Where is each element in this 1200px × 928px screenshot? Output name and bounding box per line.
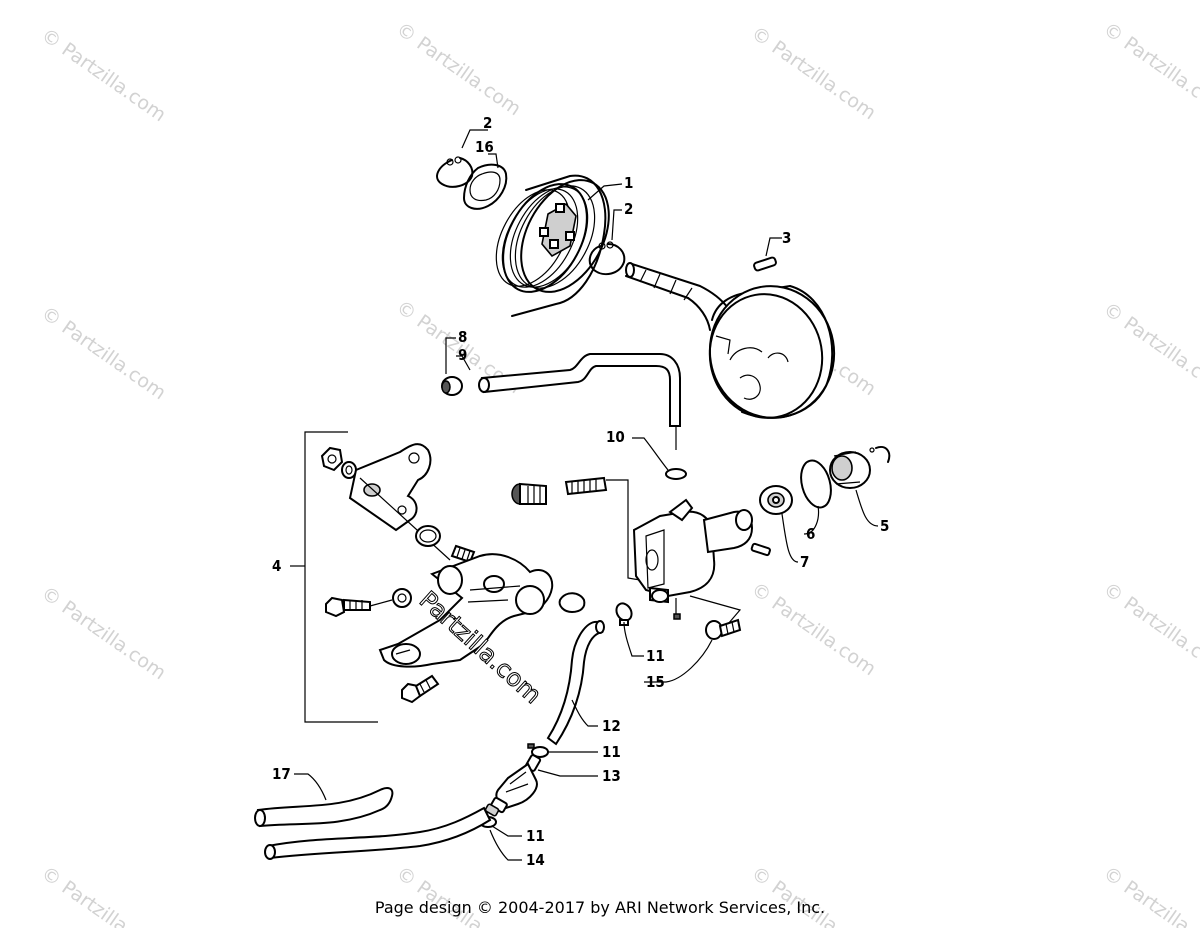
watermark: © Partzilla.com — [747, 578, 880, 680]
callout-4: 4 — [272, 557, 281, 575]
snap-ring-lower — [588, 241, 626, 276]
watermark: © Partzilla.com — [1099, 298, 1200, 400]
leader-lines — [294, 129, 879, 861]
pump-gear — [829, 446, 891, 489]
watermark: © Partzilla.com — [1099, 862, 1200, 928]
callout-2: 2 — [624, 200, 633, 218]
caliper-assembly-bracket — [290, 431, 378, 723]
vent-tube — [478, 353, 681, 427]
callout-10: 10 — [606, 428, 625, 446]
collar — [441, 376, 463, 396]
caliper-assembly — [320, 443, 586, 704]
watermark: © Partzilla.com — [747, 862, 880, 928]
watermark-layer: © Partzilla.com © Partzilla.com © Partzi… — [37, 18, 1200, 928]
callout-6: 6 — [806, 525, 815, 543]
watermark: © Partzilla.com — [37, 24, 170, 126]
callout-3: 3 — [782, 229, 791, 247]
callout-11: 11 — [526, 827, 545, 845]
callout-13: 13 — [602, 767, 621, 785]
spacer-plate — [463, 163, 508, 210]
callout-9: 9 — [458, 346, 467, 364]
oil-filter — [484, 754, 542, 817]
watermark: © Partzilla.com — [37, 582, 170, 684]
callout-8: 8 — [458, 328, 467, 346]
callout-5: 5 — [880, 517, 889, 535]
watermark: © Partzilla.com — [37, 302, 170, 404]
callout-16: 16 — [475, 138, 494, 156]
pump-screw — [705, 618, 742, 640]
oil-seal — [759, 485, 793, 515]
callout-11: 11 — [646, 647, 665, 665]
outlet-hose — [546, 620, 605, 746]
callout-labels: 2 16 1 2 3 8 9 10 4 5 6 7 11 15 12 11 13… — [272, 114, 889, 869]
callout-7: 7 — [800, 553, 809, 571]
dowel-pin — [753, 256, 777, 272]
drive-pulley — [495, 174, 610, 317]
watermark: © Partzilla.com — [1099, 18, 1200, 120]
o-ring — [800, 459, 832, 509]
supply-hose — [264, 806, 492, 860]
snap-ring-upper — [436, 156, 474, 188]
drive-shaft — [625, 262, 836, 419]
footer-copyright: Page design © 2004-2017 by ARI Network S… — [374, 898, 826, 917]
callout-1: 1 — [624, 174, 633, 192]
watermark: © Partzilla.com — [392, 18, 525, 120]
watermark: © Partzilla.com — [392, 862, 525, 928]
hose-clamp — [615, 602, 633, 626]
callout-15: 15 — [646, 673, 665, 691]
watermark: © Partzilla.com — [1099, 578, 1200, 680]
callout-17: 17 — [272, 765, 291, 783]
watermark: © Partzilla.com — [37, 862, 170, 928]
callout-12: 12 — [602, 717, 621, 735]
watermark: © Partzilla.com — [747, 22, 880, 124]
callout-14: 14 — [526, 851, 545, 869]
callout-2: 2 — [483, 114, 492, 132]
feed-hose — [254, 787, 394, 828]
callout-11: 11 — [602, 743, 621, 761]
oil-pump-body — [511, 426, 771, 625]
